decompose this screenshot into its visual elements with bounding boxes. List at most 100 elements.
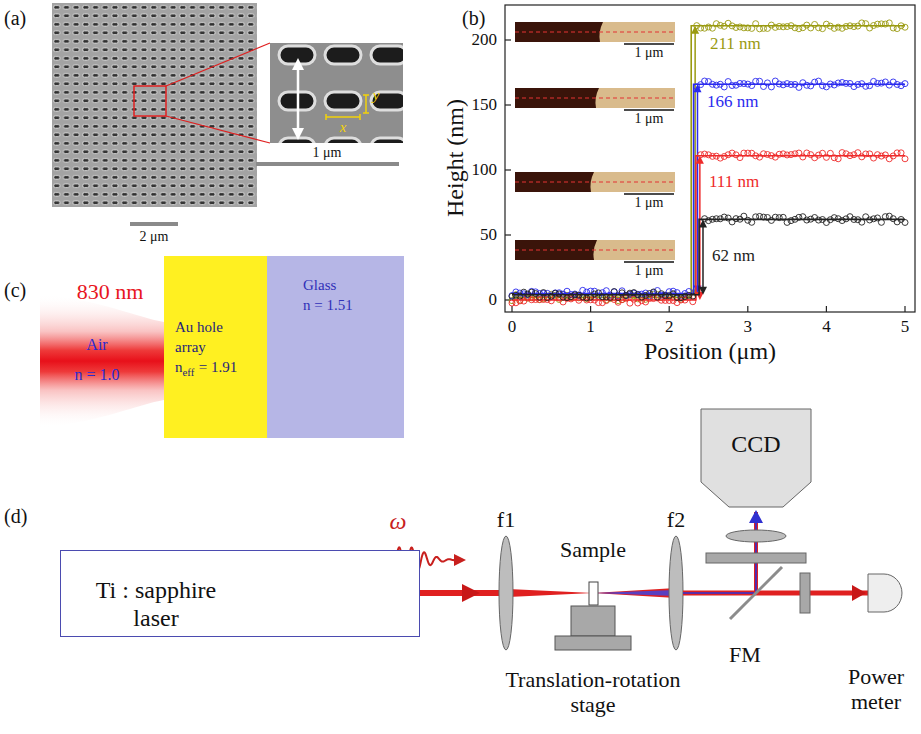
camera-outline [700,408,812,508]
arrow-head [696,156,704,164]
substrate-layer: Glass n = 1.51 [267,256,404,438]
data-point [839,218,845,224]
inset-hole [325,92,361,110]
arrow-head [454,554,466,566]
lens [499,536,513,650]
panel-label: (b) [462,7,485,30]
tick-label: 3 [744,317,753,337]
data-point [690,293,696,299]
data-point [611,289,617,295]
node-value: = 1.91 [199,359,237,375]
profile-fit [512,219,905,294]
inset-hole [371,138,403,143]
tick-label: 100 [472,160,498,180]
data-point [796,26,802,32]
node-text: Au hole arrayneff= 1.91 [175,317,255,382]
text-line: n = 1.51 [303,295,353,315]
sample [589,582,598,605]
data-point [533,291,539,297]
stage-base [555,636,631,650]
scale-label: 1 μm [635,263,664,279]
laser-beam [40,294,164,428]
scan-line [515,31,675,32]
power-meter [868,574,902,612]
text-line: neff= 1.91 [175,357,255,382]
filter [706,553,806,563]
data-point [878,219,884,225]
scale-bar [624,43,674,45]
lens [669,536,683,650]
y-tick [505,234,511,235]
data-point [713,82,719,88]
inset-hole [325,46,361,64]
data-point [706,24,712,30]
filter [800,573,810,613]
beam-arrow [852,585,866,601]
data-point [757,78,763,84]
panel-label: (a) [4,7,26,30]
beam-arrow [462,584,480,602]
tick-label: 1 [586,317,595,337]
scale-bar [624,193,674,195]
data-point [784,24,790,30]
camera-box: CCD [700,408,818,508]
afm-image [515,22,675,42]
scale-bar [256,162,399,166]
tick-label: 0 [489,290,498,310]
height-arrow [702,225,704,288]
zoom-line [166,116,270,143]
data-point [835,156,841,162]
y-tick [505,39,511,40]
data-point [768,217,774,223]
dimension-tick [359,114,361,120]
dimension-tick [325,114,327,120]
tick-label: 50 [480,225,497,245]
node-value: eff [183,366,195,378]
data-point [749,219,755,225]
data-point [902,156,908,162]
data-point [772,78,778,84]
data-point [764,152,770,158]
arrow-head [292,58,304,70]
scale-bar [624,261,674,263]
scan-line [515,249,675,250]
arrow-head [699,287,707,295]
panel-label: (d) [4,505,27,528]
zoom-line [166,43,270,86]
inset-hole [371,46,403,64]
y-tick [505,169,511,170]
node-text: CCD [700,430,812,458]
dimension-label: y [373,87,380,104]
data-point [878,80,884,86]
tick-label: 200 [472,30,498,50]
tick-label: 150 [472,95,498,115]
panel-label: (c) [4,279,26,302]
tick-label: 4 [822,317,831,337]
lens-label: f1 [497,507,515,532]
index-label: n = 1.0 [74,366,119,384]
data-point [670,291,676,297]
laser-box: Ti : sapphire laser [60,550,420,637]
inset-hole [325,138,361,143]
sem-image [52,3,257,207]
tick-label: 2 [665,317,674,337]
data-point [839,150,845,156]
frequency-symbol: ω [390,508,407,536]
scale-label: 1 μm [635,111,664,127]
node-title: Glass [303,277,336,293]
text-line: Ti : sapphire laser [81,576,231,632]
afm-image [515,240,675,260]
lens-label: f2 [667,507,685,532]
afm-film [515,172,594,192]
detector-label: Power meter [838,664,914,715]
lens [726,530,786,542]
scale-label: 2 μm [140,229,169,245]
flip-mirror [730,567,782,619]
node-title: Ti : sapphire laser [96,577,216,631]
x-tick [904,306,905,312]
inset-holes [279,46,403,143]
period-arrow [297,66,300,132]
dimension-x [326,116,360,118]
